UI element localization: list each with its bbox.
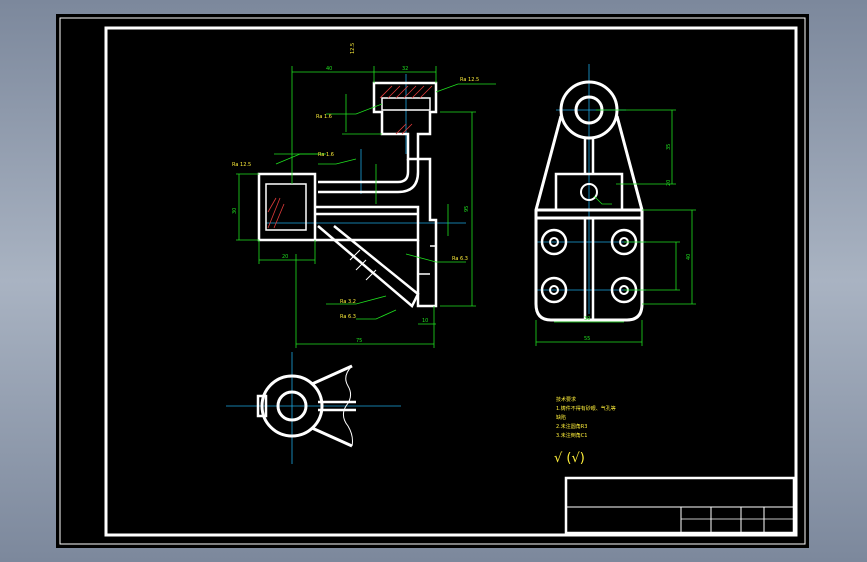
- roughness-label: Ra 6.3: [452, 256, 468, 262]
- dimension-label: 30: [232, 208, 238, 214]
- inner-frame: [104, 26, 798, 537]
- technical-notes: 技术要求 1.铸件不得有砂眼、气孔等 缺陷 2.未注圆角R3 3.未注倒角C1 …: [554, 396, 616, 466]
- dimension-label: 20: [666, 180, 672, 186]
- roughness-general-symbol: √ (√): [554, 451, 585, 466]
- dimension-label: 20: [282, 254, 288, 260]
- notes-line: 2.未注圆角R3: [556, 423, 587, 430]
- dimension-label: 35: [666, 144, 672, 150]
- notes-line: 1.铸件不得有砂眼、气孔等: [556, 405, 616, 412]
- dimension-label: 32: [402, 66, 408, 72]
- dimension-label: 40: [326, 66, 332, 72]
- dimension-label: 40: [686, 254, 692, 260]
- notes-title: 技术要求: [556, 396, 576, 403]
- roughness-label: Ra 3.2: [340, 299, 356, 305]
- front-view: [236, 66, 496, 348]
- cad-drawing: Ra 12.5 Ra 1.6 Ra 1.6 Ra 12.5 Ra 6.3 Ra …: [59, 17, 806, 545]
- roughness-label: Ra 12.5: [232, 162, 251, 168]
- outer-frame: [59, 17, 806, 545]
- notes-line: 缺陷: [556, 414, 566, 421]
- dimension-label: 55: [584, 336, 590, 342]
- cad-drawing-viewport[interactable]: Ra 12.5 Ra 1.6 Ra 1.6 Ra 12.5 Ra 6.3 Ra …: [56, 14, 809, 548]
- top-view: [226, 352, 401, 464]
- roughness-label: Ra 1.6: [318, 152, 334, 158]
- title-block: [564, 476, 796, 535]
- notes-line: 3.未注倒角C1: [556, 432, 587, 439]
- roughness-label: 12.5: [350, 43, 356, 54]
- roughness-label: Ra 12.5: [460, 77, 479, 83]
- dimension-label: 75: [356, 338, 362, 344]
- dimension-label: 10: [422, 318, 428, 324]
- roughness-label: Ra 6.3: [340, 314, 356, 320]
- dimension-label: 95: [464, 206, 470, 212]
- side-view: [534, 64, 696, 346]
- roughness-label: Ra 1.6: [316, 114, 332, 120]
- dimension-label: 30: [584, 316, 590, 322]
